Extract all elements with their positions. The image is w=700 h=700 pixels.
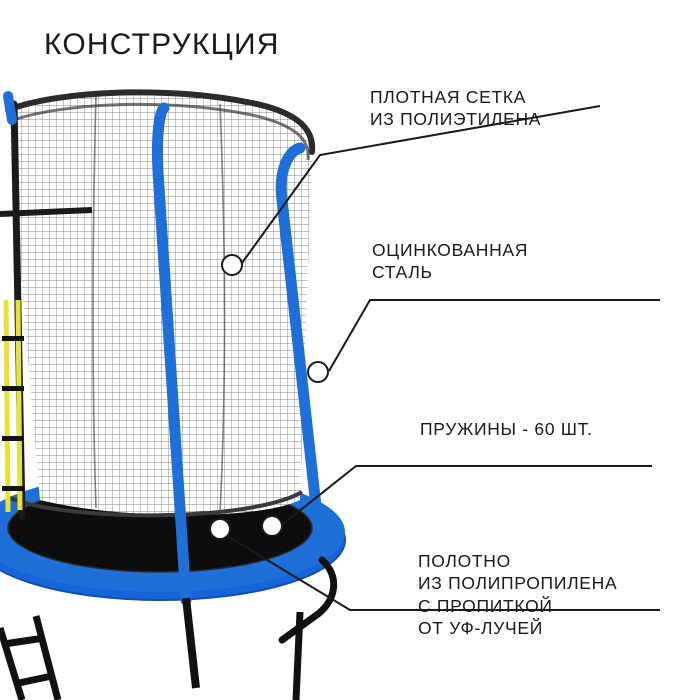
page-title: КОНСТРУКЦИЯ <box>44 28 280 61</box>
leader-line-mat <box>228 536 660 611</box>
marker-net <box>221 254 243 276</box>
enclosure-poles <box>3 91 328 606</box>
callout-markers <box>209 254 329 540</box>
callout-leader-lines <box>228 105 660 611</box>
yellow-rope <box>2 299 24 513</box>
marker-springs <box>261 515 283 537</box>
marker-mat <box>209 518 231 540</box>
leader-line-springs <box>282 465 652 525</box>
callout-label-steel: ОЦИНКОВАННАЯ СТАЛЬ <box>372 240 529 283</box>
callout-label-springs: ПРУЖИНЫ - 60 ШТ. <box>420 419 593 439</box>
leader-line-steel <box>328 299 660 372</box>
support-legs <box>182 556 338 700</box>
leader-line-net <box>241 105 601 264</box>
callout-label-net: ПЛОТНАЯ СЕТКА ИЗ ПОЛИЭТИЛЕНА <box>370 87 542 130</box>
ladder <box>0 615 62 700</box>
marker-steel <box>307 361 329 383</box>
callout-label-mat: ПОЛОТНО ИЗ ПОЛИПРОПИЛЕНА С ПРОПИТКОЙ ОТ … <box>418 551 618 639</box>
